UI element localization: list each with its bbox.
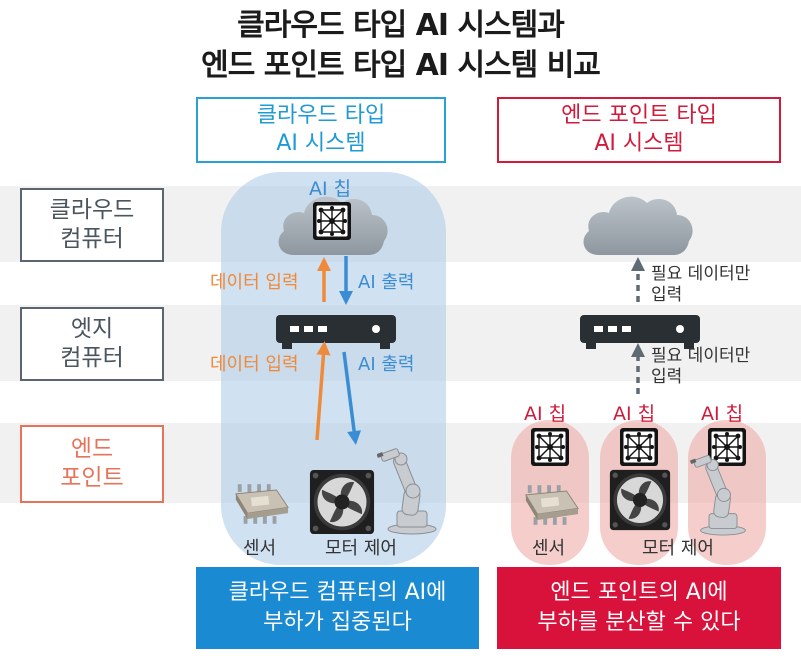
row-edge-line-1: 엣지 — [70, 316, 114, 342]
endpoint-fan-icon — [609, 469, 671, 531]
row-cloud-line-2: 컴퓨터 — [60, 226, 124, 252]
needed-data-lower-line-2: 입력 — [651, 367, 683, 387]
cloud-ai-chip-label: AI 칩 — [309, 178, 352, 200]
endpoint-type-header: 엔드 포인트 타입 AI 시스템 — [497, 97, 781, 163]
title-line-2: 엔드 포인트 타입 AI 시스템 비교 — [201, 48, 601, 83]
sensor-icon — [232, 482, 290, 526]
needed-data-label-lower: 필요 데이터만 입력 — [651, 346, 750, 388]
data-input-label-upper: 데이터 입력 — [210, 272, 299, 293]
endpoint-sensor-icon — [522, 483, 580, 527]
endpoint-header-line-1: 엔드 포인트 타입 — [561, 103, 717, 128]
motor-control-label: 모터 제어 — [325, 538, 397, 559]
page-title: 클라우드 타입 AI 시스템과 엔드 포인트 타입 AI 시스템 비교 — [0, 6, 801, 86]
ai-output-label-lower: AI 출력 — [358, 354, 415, 375]
endpoint-summary-line-2: 부하를 분산할 수 있다 — [537, 610, 741, 635]
row-edge-line-2: 컴퓨터 — [60, 345, 124, 371]
endpoint-summary-line-1: 엔드 포인트의 AI에 — [550, 580, 728, 605]
row-endpoint-line-1: 엔드 — [70, 436, 114, 462]
cloud-summary-line-1: 클라우드 컴퓨터의 AI에 — [228, 580, 447, 605]
data-input-label-lower: 데이터 입력 — [210, 354, 299, 375]
endpoint-sensor-label: 센서 — [532, 538, 566, 559]
data-input-arrow-lower — [315, 341, 331, 441]
row-endpoint-line-2: 포인트 — [60, 465, 124, 491]
endpoint-ai-chip-label-2: AI 칩 — [613, 403, 656, 425]
ai-output-arrow-lower — [342, 351, 362, 445]
endpoint-robot-arm-icon — [690, 452, 756, 536]
cloud-header-line-1: 클라우드 타입 — [256, 103, 386, 128]
cloud-type-header: 클라우드 타입 AI 시스템 — [196, 97, 446, 163]
needed-data-label-upper: 필요 데이터만 입력 — [651, 264, 750, 306]
sensor-label: 센서 — [243, 538, 277, 559]
ai-output-label-upper: AI 출력 — [358, 272, 415, 293]
cloud-header-line-2: AI 시스템 — [276, 131, 366, 156]
needed-data-upper-line-2: 입력 — [651, 285, 683, 305]
endpoint-ai-chip-label-1: AI 칩 — [524, 403, 567, 425]
row-cloud-line-1: 클라우드 — [49, 197, 135, 223]
endpoint-header-line-2: AI 시스템 — [594, 131, 684, 156]
title-line-1: 클라우드 타입 AI 시스템과 — [237, 8, 565, 43]
needed-data-lower-line-1: 필요 데이터만 — [651, 346, 751, 366]
robot-arm-icon — [377, 445, 447, 535]
endpoint-ai-chip-label-3: AI 칩 — [701, 403, 744, 425]
endpoint-ai-chip-icon-1 — [530, 427, 570, 467]
needed-data-upper-line-1: 필요 데이터만 — [651, 264, 751, 284]
endpoint-ai-chip-icon-2 — [619, 427, 659, 467]
endpoint-motor-control-label: 모터 제어 — [642, 538, 714, 559]
cloud-summary-line-2: 부하가 집중된다 — [263, 610, 412, 635]
fan-icon — [309, 469, 375, 535]
